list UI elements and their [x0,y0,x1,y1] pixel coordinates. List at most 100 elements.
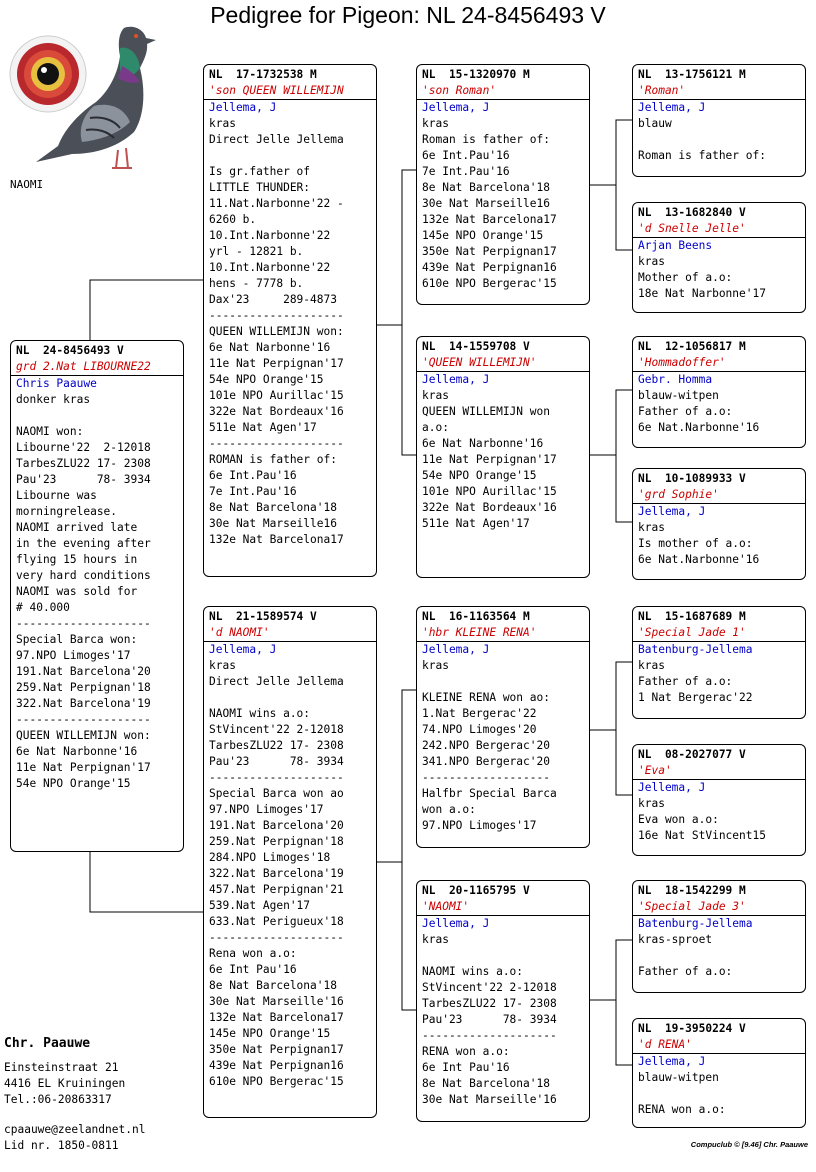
info-line: RENA won a.o: [422,1045,510,1058]
breeder-name: Jellema, J [209,643,277,656]
info-line: 6260 b. [209,213,257,226]
info-line: 322e Nat Bordeaux'16 [209,405,344,418]
info-line: TarbesZLU22 17- 2308 [16,457,151,470]
info-line: 101e NPO Aurillac'15 [209,389,344,402]
ring-number: NL 21-1589574 V [209,610,317,623]
pigeon-subtitle: 'd RENA' [633,1037,805,1054]
breeder-name: Jellema, J [422,643,490,656]
info-line [11,408,183,424]
pigeon-card-mff: NL 15-1687689 M'Special Jade 1'Batenburg… [632,606,806,719]
pigeon-subtitle: 'QUEEN WILLEMIJN' [417,355,589,372]
info-line: kras [422,117,449,130]
pigeon-subtitle: grd 2.Nat LIBOURNE22 [11,359,183,376]
pigeon-subtitle: 'Roman' [633,83,805,100]
pigeon-card-father-mother: NL 14-1559708 V'QUEEN WILLEMIJN'Jellema,… [416,336,590,578]
info-line: 30e Nat Marseille'16 [209,995,344,1008]
info-line: 16e Nat StVincent15 [638,829,766,842]
info-line: StVincent'22 2-12018 [209,723,344,736]
info-line: 101e NPO Aurillac'15 [422,485,557,498]
pigeon-card-ffm: NL 13-1682840 V'd Snelle Jelle'Arjan Bee… [632,202,806,313]
info-line: # 40.000 [16,601,70,614]
ring-number: NL 10-1089933 V [638,472,746,485]
info-line: -------------------- [422,1029,557,1042]
pigeon-subtitle: 'Eva' [633,763,805,780]
info-line: Libourne was [16,489,97,502]
info-line: RENA won a.o: [638,1103,726,1116]
info-line: 610e NPO Bergerac'15 [422,277,557,290]
footer-credit: Compuclub © [9.46] Chr. Paauwe [690,1140,808,1149]
info-line: morningrelease. [16,505,118,518]
info-line: Dax'23 289-4873 [209,293,337,306]
breeder-name: Gebr. Homma [638,373,713,386]
info-line: TarbesZLU22 17- 2308 [209,739,344,752]
info-line: StVincent'22 2-12018 [422,981,557,994]
info-line: 10.Int.Narbonne'22 [209,229,331,242]
info-line: Pau'23 78- 3934 [16,473,151,486]
info-line: KLEINE RENA won ao: [422,691,550,704]
info-line: 11e Nat Perpignan'17 [209,357,344,370]
info-line: kras [422,659,449,672]
info-line: 7e Int.Pau'16 [422,165,510,178]
info-line: Direct Jelle Jellema [209,675,344,688]
info-line: kras [638,797,665,810]
info-line: Rena won a.o: [209,947,297,960]
breeder-name: Chris Paauwe [16,377,97,390]
pigeon-card-mother-father: NL 16-1163564 M'hbr KLEINE RENA'Jellema,… [416,606,590,848]
info-line: Father of a.o: [638,405,733,418]
info-line: ROMAN is father of: [209,453,337,466]
info-line: 341.NPO Bergerac'20 [422,755,550,768]
pigeon-subtitle: 'grd Sophie' [633,487,805,504]
info-line: -------------------- [209,771,344,784]
info-line: Roman is father of: [638,149,766,162]
breeder-name: Arjan Beens [638,239,713,252]
info-line: 511e Nat Agen'17 [422,517,530,530]
ring-number: NL 17-1732538 M [209,68,317,81]
info-line [633,1086,805,1102]
info-line: kras [209,659,236,672]
info-line: TarbesZLU22 17- 2308 [422,997,557,1010]
info-line: 132e Nat Barcelona17 [209,533,344,546]
breeder-name: Jellema, J [209,101,277,114]
info-line: 145e NPO Orange'15 [422,229,544,242]
info-line: yrl - 12821 b. [209,245,304,258]
pigeon-subtitle: 'Special Jade 3' [633,899,805,916]
info-line: NAOMI was sold for [16,585,138,598]
info-line: 54e NPO Orange'15 [16,777,131,790]
info-line: 30e Nat Marseille16 [422,197,550,210]
info-line: won a.o: [422,803,476,816]
pigeon-subtitle: 'Special Jade 1' [633,625,805,642]
info-line: Pau'23 78- 3934 [209,755,344,768]
info-line: 7e Int.Pau'16 [209,485,297,498]
pigeon-image [9,26,156,169]
breeder-name: Jellema, J [422,373,490,386]
info-line: LITTLE THUNDER: [209,181,311,194]
info-line: 633.Nat Perigueux'18 [209,915,344,928]
info-line: flying 15 hours in [16,553,138,566]
info-line: -------------------- [16,617,151,630]
info-line: kras [422,389,449,402]
info-line [204,148,376,164]
breeder-name: Jellema, J [638,101,706,114]
info-line: 8e Nat Barcelona'18 [209,979,337,992]
info-line [204,690,376,706]
info-line: 322e Nat Bordeaux'16 [422,501,557,514]
owner-email: cpaauwe@zeelandnet.nl [4,1123,146,1136]
info-line: 322.Nat Barcelona'19 [209,867,344,880]
info-line: 511e Nat Agen'17 [209,421,317,434]
pigeon-subtitle: 'son QUEEN WILLEMIJN [204,83,376,100]
info-line: 54e NPO Orange'15 [209,373,324,386]
info-line: Special Barca won: [16,633,138,646]
info-line: 539.Nat Agen'17 [209,899,311,912]
info-line: 8e Nat Barcelona'18 [422,181,550,194]
info-line: QUEEN WILLEMIJN won: [16,729,151,742]
info-line: very hard conditions [16,569,151,582]
info-line: blauw-witpen [638,1071,719,1084]
info-line: 1.Nat Bergerac'22 [422,707,537,720]
info-line: Roman is father of: [422,133,550,146]
info-line: Is mother of a.o: [638,537,753,550]
